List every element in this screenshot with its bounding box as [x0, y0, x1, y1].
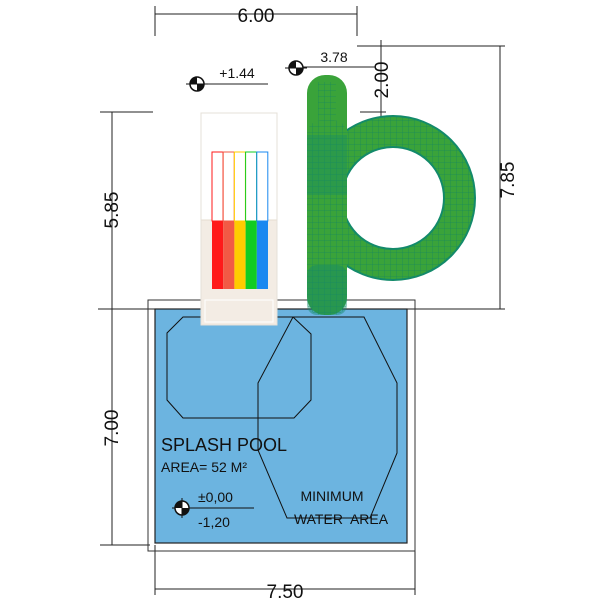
slide-lane-outline [256, 151, 269, 222]
zone-label-line2: WATER AREA [294, 511, 389, 527]
level-platform: +1.44 [219, 65, 255, 81]
multi-lane-slide [200, 112, 278, 326]
tube-slide [307, 75, 476, 315]
dim-top-width: 6.00 [238, 6, 275, 27]
splash-zone-outline [166, 316, 312, 419]
slide-lane [245, 221, 257, 289]
dim-left-lower: 7.00 [102, 410, 123, 447]
slide-lane-outline [222, 151, 235, 222]
dim-tower-offset: 2.00 [372, 62, 393, 99]
slide-lane [234, 221, 246, 289]
dim-left-upper: 5.85 [102, 192, 123, 229]
slide-lane-outline [211, 151, 224, 222]
slide-lane [223, 221, 235, 289]
pool-name: SPLASH POOL [161, 435, 287, 455]
zone-label-line1: MINIMUM [301, 488, 364, 504]
pool-outer-border [147, 299, 416, 552]
benchmark-icon [285, 60, 307, 76]
slide-lane [212, 221, 224, 289]
dim-right-total: 7.85 [498, 162, 519, 199]
minimum-water-area-outline [257, 316, 398, 519]
pool-level-bottom: -1,20 [198, 514, 230, 530]
benchmark-icon [174, 498, 190, 518]
dim-bottom-width: 7.50 [267, 582, 304, 603]
slide-lane [256, 221, 268, 289]
pool-area: AREA= 52 M² [161, 459, 247, 475]
slide-lane-outline [233, 151, 246, 222]
slide-lane-outline [245, 151, 258, 222]
pool-level-top: ±0,00 [198, 489, 233, 505]
slide-lanes [211, 151, 269, 289]
level-tube-top: 3.78 [320, 49, 347, 65]
benchmark-icon [186, 76, 208, 92]
